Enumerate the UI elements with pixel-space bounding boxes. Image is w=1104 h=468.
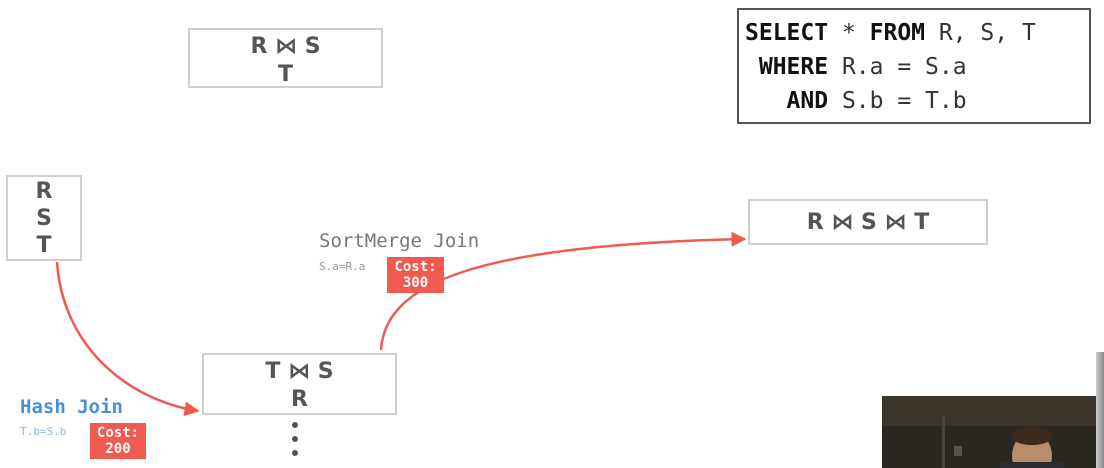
node-line: T (277, 62, 293, 87)
sql-keyword: FROM (869, 20, 926, 46)
node-line: T (36, 233, 52, 258)
node-line: S (36, 206, 52, 231)
node-line: R ⋈ S (250, 34, 321, 59)
plan-node-final[interactable]: R ⋈ S ⋈ T (748, 199, 988, 245)
hash-join-condition: T.b=S.b (20, 425, 67, 438)
sql-keyword: SELECT (745, 20, 829, 46)
sortmerge-join-label: SortMerge Join (319, 230, 480, 252)
speaker-webcam-thumbnail (882, 396, 1096, 468)
node-line: T ⋈ S (265, 359, 334, 384)
cost-label: Cost: (96, 425, 140, 441)
node-line: R (291, 387, 308, 412)
sortmerge-join-edge (379, 231, 747, 351)
cost-label: Cost: (394, 259, 437, 275)
plan-node-rst[interactable]: R S T (6, 175, 82, 261)
sql-query-box: SELECT * FROM R, S, T WHERE R.a = S.a AN… (737, 8, 1091, 124)
sql-text: R, S, T (925, 20, 1036, 46)
sql-text: S.b = T.b (828, 88, 967, 114)
sql-text: R.a = S.a (828, 54, 967, 80)
node-line: R (35, 179, 53, 204)
frame-edge (1096, 352, 1104, 468)
dot (292, 450, 298, 456)
dot (292, 436, 298, 442)
sortmerge-join-condition: S.a=R.a (319, 260, 366, 273)
sql-text: * (828, 20, 870, 46)
hash-join-edge (55, 261, 200, 417)
plan-node-rs-t[interactable]: R ⋈ S T (188, 28, 383, 88)
hash-join-label: Hash Join (20, 396, 123, 418)
cost-value: 300 (402, 275, 429, 291)
node-line: R ⋈ S ⋈ T (806, 210, 930, 235)
sql-keyword: WHERE (745, 54, 829, 80)
sortmerge-cost-badge: Cost: 300 (387, 257, 444, 293)
continuation-ellipsis-icon (288, 422, 302, 468)
sql-keyword: AND (745, 88, 829, 114)
hash-cost-badge: Cost: 200 (90, 423, 146, 459)
dot (292, 422, 298, 428)
plan-node-ts-r[interactable]: T ⋈ S R (202, 353, 397, 415)
cost-value: 200 (105, 441, 131, 457)
